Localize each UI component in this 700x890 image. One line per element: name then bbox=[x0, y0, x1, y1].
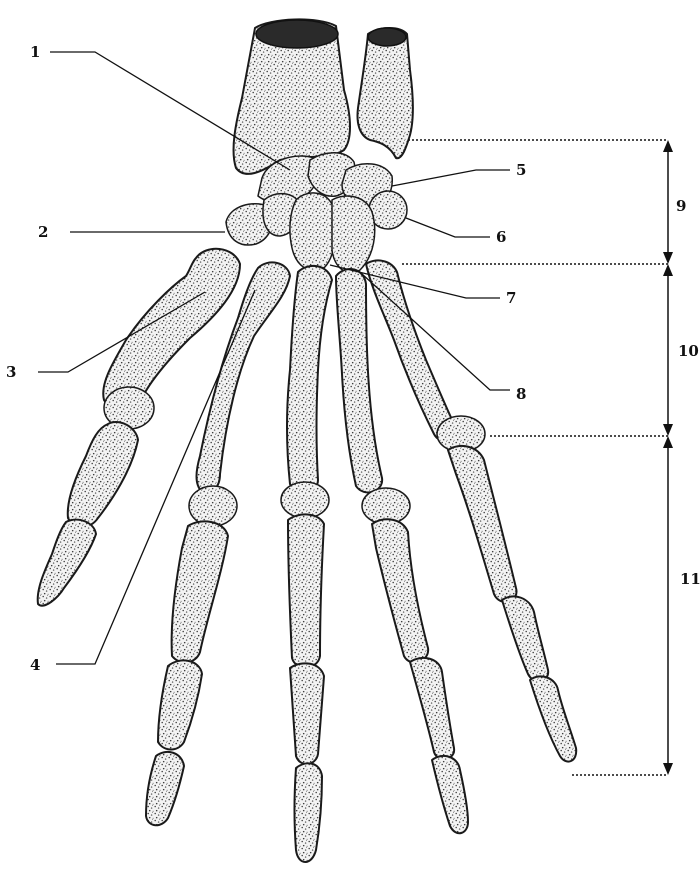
label-3: 3 bbox=[6, 363, 16, 381]
index-mcp-joint bbox=[189, 486, 237, 526]
ring-proximal-phalanx bbox=[372, 519, 428, 662]
label-7: 7 bbox=[506, 289, 516, 307]
ring-middle-phalanx bbox=[410, 658, 454, 759]
middle-metacarpal bbox=[287, 266, 332, 492]
label-10: 10 bbox=[678, 342, 699, 360]
label-1: 1 bbox=[30, 43, 40, 61]
middle-middle-phalanx bbox=[290, 663, 324, 764]
leader-line-6 bbox=[406, 218, 490, 237]
little-middle-phalanx bbox=[502, 596, 548, 681]
arrowhead-11-bottom bbox=[663, 763, 673, 775]
arrowhead-9-top bbox=[663, 140, 673, 152]
little-metacarpal bbox=[366, 260, 456, 440]
arrowhead-11-top bbox=[663, 436, 673, 448]
capitate-bone bbox=[290, 193, 335, 271]
hamate-bone bbox=[332, 196, 375, 273]
ulna-bone bbox=[358, 28, 414, 158]
little-distal-phalanx bbox=[530, 676, 576, 761]
arrowhead-10-top bbox=[663, 264, 673, 276]
thumb-distal-phalanx bbox=[38, 520, 96, 606]
thumb-proximal-phalanx bbox=[68, 422, 138, 527]
label-9: 9 bbox=[676, 197, 686, 215]
dimension-arrows bbox=[663, 140, 673, 775]
ring-distal-phalanx bbox=[432, 756, 468, 833]
index-proximal-phalanx bbox=[172, 521, 228, 662]
middle-mcp-joint bbox=[281, 482, 329, 518]
leader-line-5 bbox=[392, 170, 510, 186]
radius-marrow bbox=[256, 20, 338, 48]
little-proximal-phalanx bbox=[448, 446, 517, 602]
forearm-group bbox=[234, 19, 413, 174]
label-8: 8 bbox=[516, 385, 526, 403]
ulna-marrow bbox=[368, 28, 406, 46]
label-2: 2 bbox=[38, 223, 48, 241]
middle-distal-phalanx bbox=[295, 763, 323, 862]
label-5: 5 bbox=[516, 161, 526, 179]
index-middle-phalanx bbox=[158, 660, 202, 749]
middle-finger-group bbox=[281, 266, 332, 862]
index-distal-phalanx bbox=[146, 752, 184, 825]
label-4: 4 bbox=[30, 656, 40, 674]
middle-proximal-phalanx bbox=[288, 514, 324, 667]
label-6: 6 bbox=[496, 228, 506, 246]
arrowhead-9-bottom bbox=[663, 252, 673, 264]
ring-metacarpal bbox=[336, 269, 382, 492]
arrowhead-10-bottom bbox=[663, 424, 673, 436]
label-11: 11 bbox=[680, 570, 700, 588]
